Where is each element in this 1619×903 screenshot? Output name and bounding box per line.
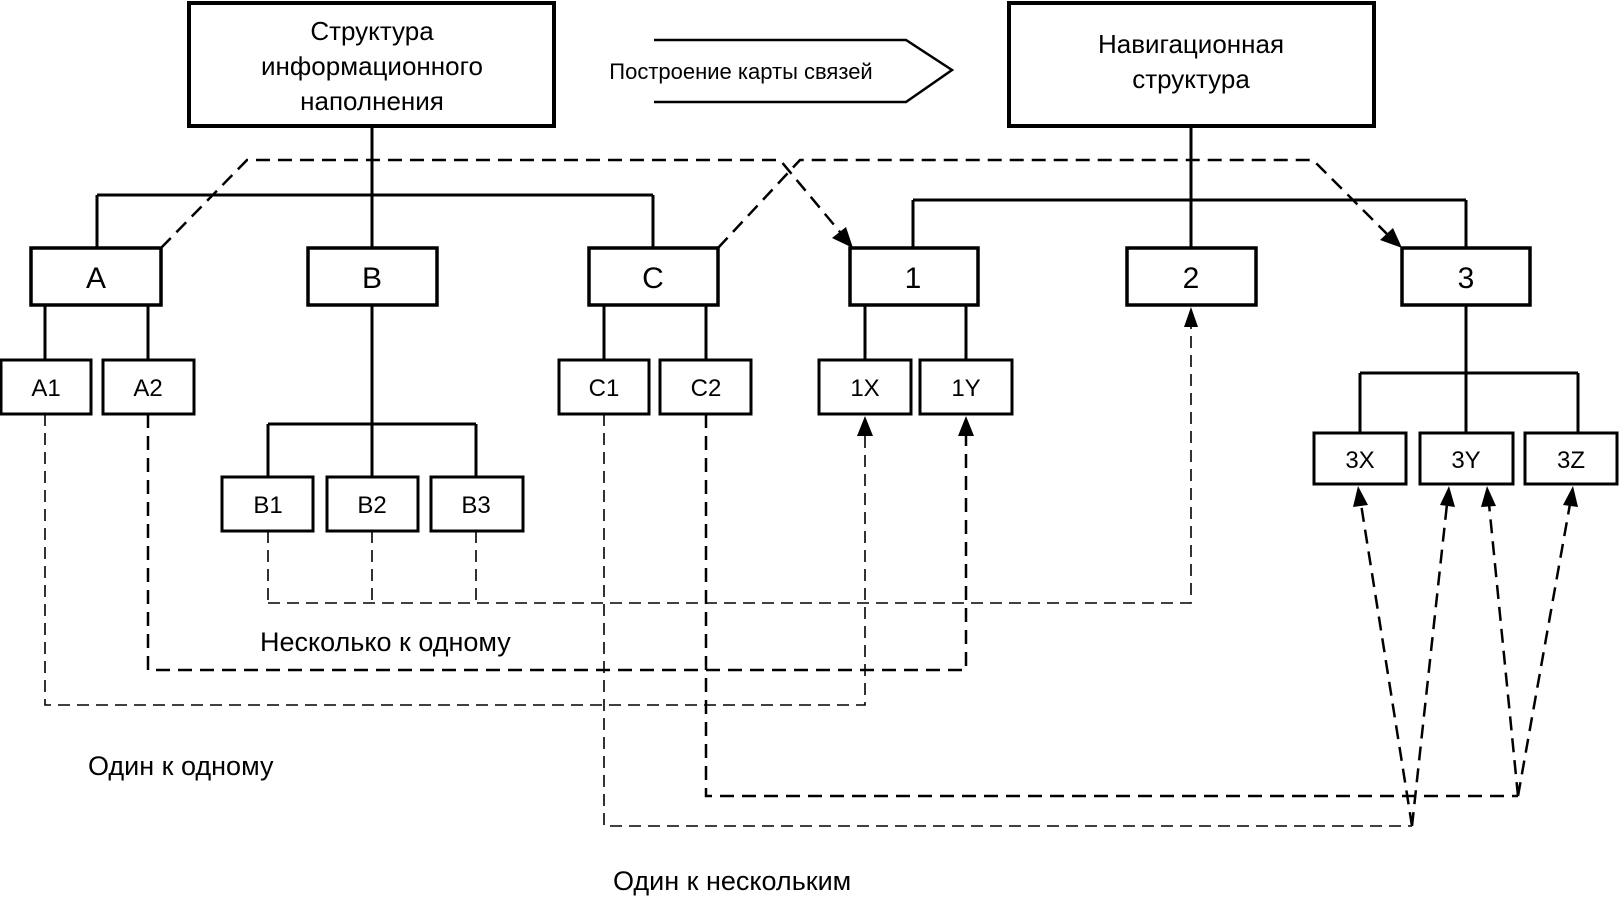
a-children-lines — [43, 305, 150, 360]
navigation-structure-box — [1007, 1, 1376, 128]
node-b1 — [220, 475, 315, 533]
node-a2 — [101, 358, 196, 416]
node-3y-label: 3Y — [1451, 447, 1480, 474]
label-one-to-one: Один к одному — [88, 751, 274, 781]
node-a1 — [0, 358, 93, 416]
link-a2-to-1y — [146, 414, 968, 672]
node-1 — [848, 246, 980, 307]
node-1y — [918, 358, 1014, 416]
node-2-label: 2 — [1183, 262, 1200, 295]
link-c-to-3 — [717, 158, 1390, 249]
link-c2-trunk — [704, 414, 1518, 798]
node-a1-label: A1 — [31, 375, 60, 402]
navigation-structure-title-line1: Навигационная — [1098, 29, 1284, 59]
content-structure-title-line1: Структура — [310, 16, 434, 46]
link-c1-to-3x-arrowhead — [1353, 486, 1368, 507]
b-children-lines — [266, 305, 478, 477]
link-a1-to-1x — [44, 414, 866, 706]
label-many-to-one: Несколько к одному — [260, 627, 511, 657]
link-c2-branches — [1487, 503, 1572, 797]
navigation-structure-title-line2: структура — [1132, 64, 1250, 94]
link-a1-to-1x-arrowhead — [857, 416, 873, 436]
n3-children-lines — [1358, 305, 1580, 433]
link-b-children-to-2-arrowhead — [1184, 307, 1198, 327]
link-a2-to-1y-arrowhead — [958, 416, 974, 436]
content-structure-title-line2: информационного — [261, 51, 483, 81]
link-a-to-1-arrowhead — [832, 227, 853, 248]
node-3x-label: 3X — [1345, 447, 1374, 474]
node-1-label: 1 — [905, 262, 922, 295]
link-c1-to-3y-arrowhead — [1440, 486, 1455, 507]
link-c2-to-3y-arrowhead — [1481, 486, 1496, 507]
link-a-to-1 — [160, 158, 841, 249]
right-level1-drops — [911, 200, 1468, 248]
c-children-lines — [602, 305, 708, 360]
n1-children-lines — [863, 305, 968, 360]
node-c-label: C — [642, 262, 664, 295]
process-arrow — [654, 38, 955, 104]
node-b2-label: B2 — [357, 492, 386, 519]
node-c2-label: C2 — [691, 375, 722, 402]
node-c1-label: C1 — [589, 375, 620, 402]
node-b3-label: B3 — [461, 492, 490, 519]
process-arrow-label: Построение карты связей — [609, 59, 872, 84]
content-structure-title-line3: наполнения — [300, 86, 444, 116]
link-c2-to-3z-arrowhead — [1563, 486, 1578, 507]
node-c — [587, 246, 720, 307]
left-level1-drops — [95, 195, 655, 248]
node-3z — [1523, 431, 1619, 486]
link-c1-branches — [1359, 503, 1449, 827]
label-one-to-many: Один к нескольким — [613, 866, 851, 896]
node-3x — [1312, 431, 1408, 486]
node-1x-label: 1X — [850, 375, 879, 402]
node-b2 — [325, 475, 420, 533]
node-1x — [817, 358, 913, 416]
node-a2-label: A2 — [133, 375, 162, 402]
node-b-label: B — [362, 262, 382, 295]
node-2 — [1125, 246, 1258, 307]
node-3-label: 3 — [1458, 262, 1475, 295]
node-3 — [1400, 246, 1532, 307]
node-b3 — [429, 475, 525, 533]
content-structure-box — [187, 1, 556, 128]
node-b — [306, 246, 439, 307]
node-b1-label: B1 — [253, 492, 282, 519]
link-c-to-3-arrowhead — [1380, 228, 1402, 248]
node-a-label: A — [86, 262, 106, 295]
node-1y-label: 1Y — [951, 375, 980, 402]
link-c1-trunk — [603, 414, 1412, 827]
node-3z-label: 3Z — [1557, 447, 1585, 474]
node-3y — [1418, 431, 1515, 486]
node-a — [29, 246, 163, 307]
